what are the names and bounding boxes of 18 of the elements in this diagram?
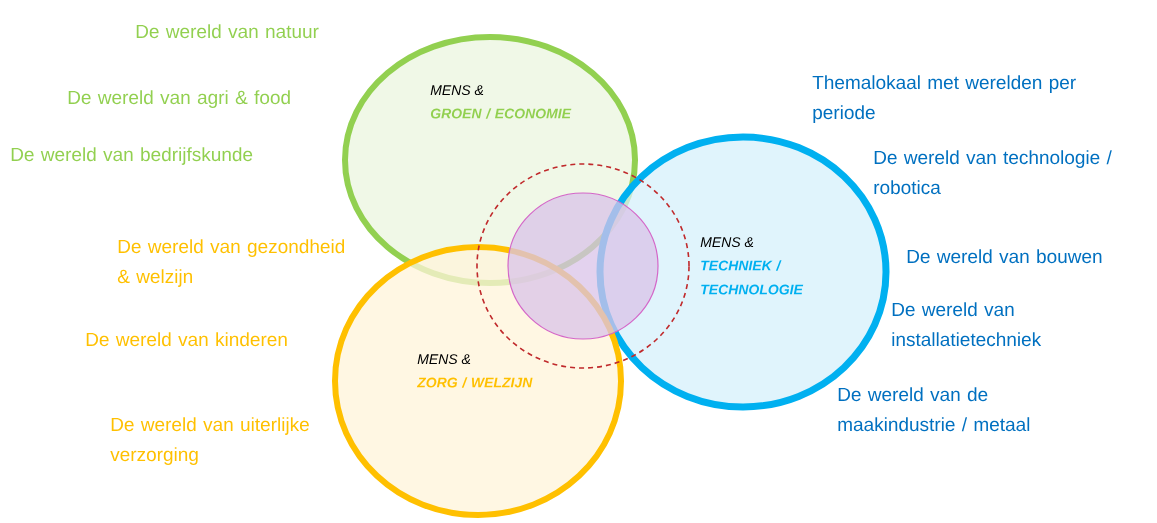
circle-title: GROEN / ECONOMIE xyxy=(430,108,572,119)
side-label: Themalokaal met werelden per periode xyxy=(812,75,1076,123)
circle-title: TECHNIEK / TECHNOLOGIE xyxy=(701,260,804,295)
side-label: De wereld van de maakindustrie / metaal xyxy=(838,387,1030,432)
circle-heading: MENS & xyxy=(417,354,471,365)
side-label: De wereld van natuur xyxy=(136,24,319,39)
dashed-circle xyxy=(476,163,690,369)
circle-heading: MENS & xyxy=(430,85,484,96)
side-label: De wereld van bouwen xyxy=(907,249,1102,264)
circle-title: ZORG / WELZIJN xyxy=(416,377,533,388)
side-label: De wereld van uiterlijke verzorging xyxy=(110,417,309,465)
circle-heading: MENS & xyxy=(700,237,754,248)
side-label: De wereld van bedrijfskunde xyxy=(11,147,253,165)
side-label: De wereld van kinderen xyxy=(86,332,287,347)
side-label: De wereld van technologie / robotica xyxy=(874,150,1112,195)
circle xyxy=(507,192,659,340)
side-label: De wereld van agri & food xyxy=(68,90,290,108)
side-label: De wereld van gezondheid & welzijn xyxy=(117,239,345,287)
